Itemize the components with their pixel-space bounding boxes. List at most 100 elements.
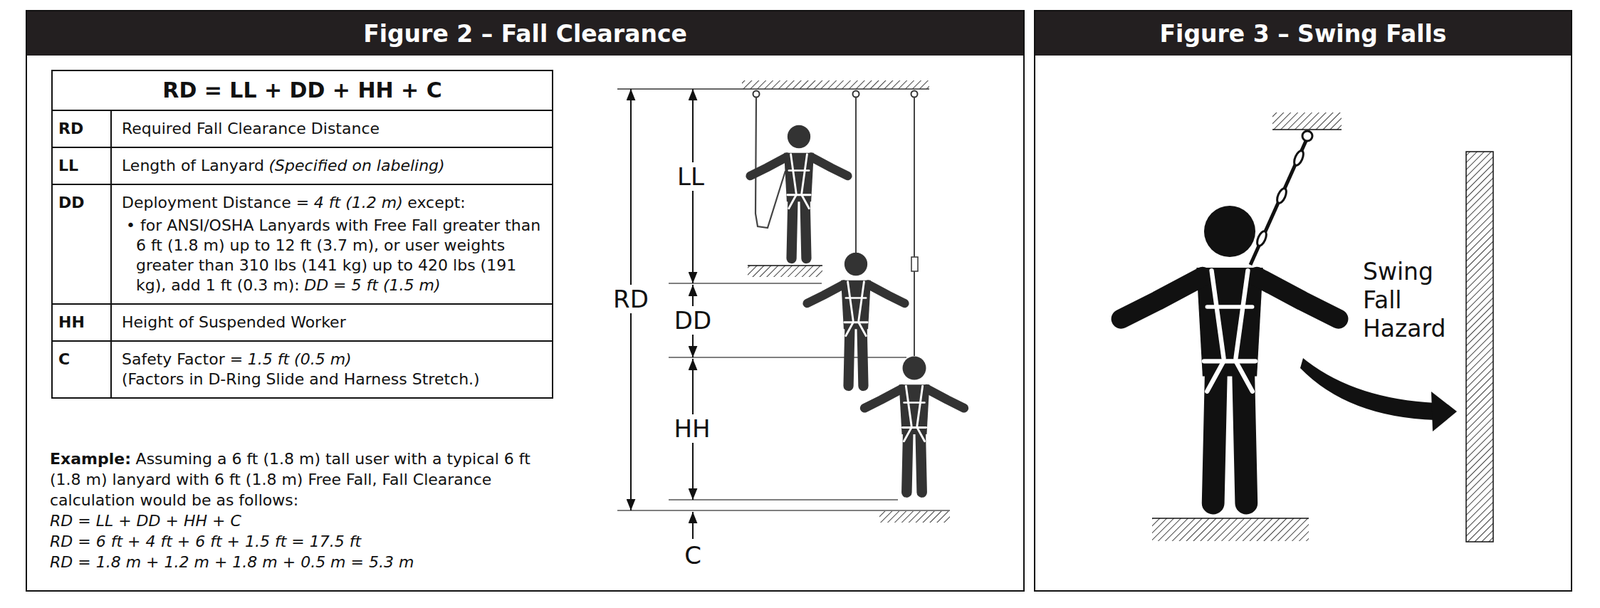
dimension-arrow — [692, 511, 694, 540]
term-key: LL — [52, 148, 112, 184]
floor-line — [1152, 517, 1309, 520]
table-row: CSafety Factor =1.5 ft (0.5 m)(Factors i… — [52, 340, 552, 398]
definition-paragraph: (Factors in D-Ring Slide and Harness Str… — [121, 369, 545, 390]
lanyard — [913, 97, 915, 258]
figure-head — [1204, 205, 1256, 258]
deployed-pack — [911, 257, 918, 272]
dimension-label: DD — [672, 306, 714, 335]
definition-text: Safety Factor = — [121, 350, 243, 369]
figure-stroke — [1235, 361, 1252, 391]
panel-header-bar: Figure 3 – Swing Falls — [1035, 11, 1571, 56]
floor-hatch — [879, 511, 950, 523]
figure-stroke — [750, 157, 787, 177]
figure-stroke — [1204, 358, 1256, 364]
anchor-ring — [911, 91, 918, 98]
figure-stroke — [1120, 276, 1202, 320]
figure-stroke — [1206, 304, 1253, 309]
swing-arrowhead — [1431, 391, 1457, 432]
figure-stroke — [905, 385, 912, 426]
swing-arrow — [1300, 358, 1436, 421]
snap-hook — [1275, 187, 1289, 205]
definition-text: Length of Lanyard — [121, 156, 265, 175]
figure-stroke — [926, 388, 964, 409]
figure-stroke — [848, 326, 851, 386]
figure-stroke — [791, 154, 797, 194]
term-definition: Height of Suspended Worker — [111, 304, 552, 341]
figure-stroke — [807, 284, 844, 305]
term-definition: Required Fall Clearance Distance — [111, 111, 552, 147]
definition-text: Deployment Distance = — [121, 193, 310, 212]
figure-stroke — [858, 281, 865, 322]
hazard-label: Swing Fall Hazard — [1362, 257, 1470, 344]
term-key: DD — [52, 185, 112, 304]
table-row: LLLength of Lanyard(Specified on labelin… — [52, 146, 552, 184]
definition-paragraph: • for ANSI/OSHA Lanyards with Free Fall … — [121, 215, 545, 296]
worker-figure — [750, 125, 849, 259]
figure-stroke — [844, 321, 868, 324]
example-lead: Example: — [49, 450, 132, 468]
definition-text: 4 ft (1.2 m) — [314, 193, 404, 212]
snap-hook — [1292, 149, 1306, 167]
figure-stroke — [1206, 361, 1224, 391]
wall-hatch — [1466, 151, 1494, 542]
panel-title: Figure 3 – Swing Falls — [1159, 19, 1447, 48]
definition-table: RD = LL + DD + HH + CRDRequired Fall Cle… — [51, 69, 554, 399]
figure-stroke — [862, 326, 864, 386]
level-line — [668, 499, 898, 500]
figure-stroke — [917, 427, 925, 441]
figure-stroke — [805, 198, 807, 259]
panel-header-bar: Figure 2 – Fall Clearance — [27, 11, 1024, 56]
definition-paragraph: Required Fall Clearance Distance — [121, 118, 545, 139]
example-formula: RD = 1.8 m + 1.2 m + 1.8 m + 0.5 m = 5.3… — [49, 551, 552, 573]
figure-stroke — [845, 296, 867, 299]
figure-stroke — [903, 401, 925, 404]
dimension-label: RD — [610, 284, 651, 314]
anchor-ring — [753, 91, 760, 98]
definition-text: except: — [407, 193, 465, 212]
floor-hatch — [1152, 518, 1309, 542]
figure-stroke — [906, 431, 908, 493]
figure-stroke — [801, 195, 809, 209]
figure-stroke — [848, 281, 854, 322]
lanyard — [855, 97, 857, 253]
ceiling-line — [617, 88, 930, 90]
figure-stroke — [845, 322, 854, 337]
dimension-label: LL — [675, 162, 707, 191]
ceiling-hatch — [1272, 112, 1342, 130]
figure-stroke — [788, 195, 797, 209]
platform-line — [747, 264, 823, 267]
worker-figure — [807, 252, 906, 386]
figure-stroke — [788, 169, 810, 171]
level-line — [617, 509, 950, 511]
figure-stroke — [1235, 270, 1248, 359]
figure-stroke — [1211, 270, 1225, 359]
panel-title: Figure 2 – Fall Clearance — [363, 19, 688, 48]
figure-stroke — [1213, 370, 1217, 504]
figure-stroke — [864, 388, 902, 409]
lanyard — [913, 271, 915, 357]
term-definition: Deployment Distance =4 ft (1.2 m)except:… — [111, 185, 552, 304]
definition-paragraph: Deployment Distance =4 ft (1.2 m)except: — [121, 192, 545, 213]
level-line — [668, 356, 907, 358]
worker-figure — [1120, 205, 1338, 504]
lanyard — [1250, 140, 1306, 265]
figure-stroke — [1243, 370, 1247, 504]
anchor-ring — [853, 91, 860, 98]
figure-stroke — [903, 427, 912, 441]
table-row: HHHeight of Suspended Worker — [52, 303, 552, 341]
definition-text: (Factors in D-Ring Slide and Harness Str… — [121, 370, 480, 389]
figure-stroke — [811, 157, 848, 177]
figure-stroke — [791, 198, 794, 259]
term-key: RD — [52, 111, 112, 147]
table-row: DDDeployment Distance =4 ft (1.2 m)excep… — [52, 183, 552, 304]
figure-stroke — [902, 426, 927, 429]
figure-stroke — [920, 431, 923, 493]
worker-figure — [864, 356, 965, 493]
figure-stroke — [801, 154, 808, 194]
example-formula: RD = LL + DD + HH + C — [49, 510, 552, 532]
definition-text: 1.5 ft (0.5 m) — [247, 350, 352, 369]
figure-stroke — [858, 322, 866, 337]
figure-panel: Figure 3 – Swing Falls — [1033, 9, 1573, 592]
ceiling-hatch — [741, 80, 930, 90]
figure-head — [902, 356, 927, 381]
